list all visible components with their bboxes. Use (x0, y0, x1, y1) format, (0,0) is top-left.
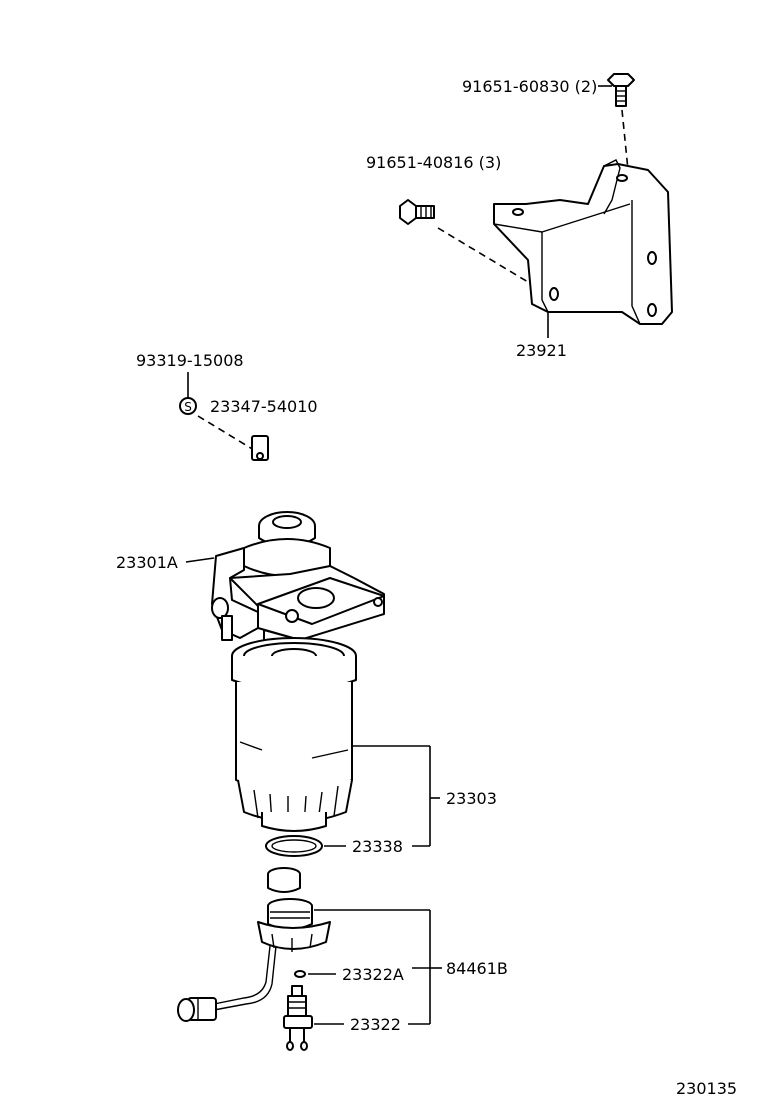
label-sensor: 23322 (350, 1015, 401, 1034)
label-bracket: 23921 (516, 341, 567, 360)
label-clip-part: 23347-54010 (210, 397, 318, 416)
sensor-part (283, 985, 313, 1051)
ring-small-part (294, 970, 306, 978)
filter-head-leader (185, 557, 215, 563)
bolt-upper-part (607, 73, 635, 107)
bolt-upper-dash (621, 109, 629, 171)
label-bolt-left: 91651-40816 (3) (366, 153, 501, 172)
filter-part (231, 637, 357, 832)
clip-part (251, 435, 269, 461)
label-bolt-upper: 91651-60830 (2) (462, 77, 597, 96)
label-clip-s: 93319-15008 (136, 351, 244, 370)
o-ring-part (265, 835, 323, 857)
bolt-left-dash (437, 227, 529, 283)
clip-dash (197, 415, 255, 451)
sensor-assy-part (177, 867, 331, 1022)
label-filter: 23303 (446, 789, 497, 808)
bolt-left-part (399, 199, 435, 225)
bracket-part (493, 159, 673, 325)
s-mark-text: S (184, 400, 192, 414)
label-sensor-assy: 84461B (446, 959, 508, 978)
label-filter-head: 23301A (116, 553, 178, 572)
label-o-ring: 23338 (352, 837, 403, 856)
label-ring-small: 23322A (342, 965, 404, 984)
filter-head-part (211, 511, 385, 651)
figure-code: 230135 (676, 1079, 737, 1098)
s-mark-circle (179, 397, 197, 415)
